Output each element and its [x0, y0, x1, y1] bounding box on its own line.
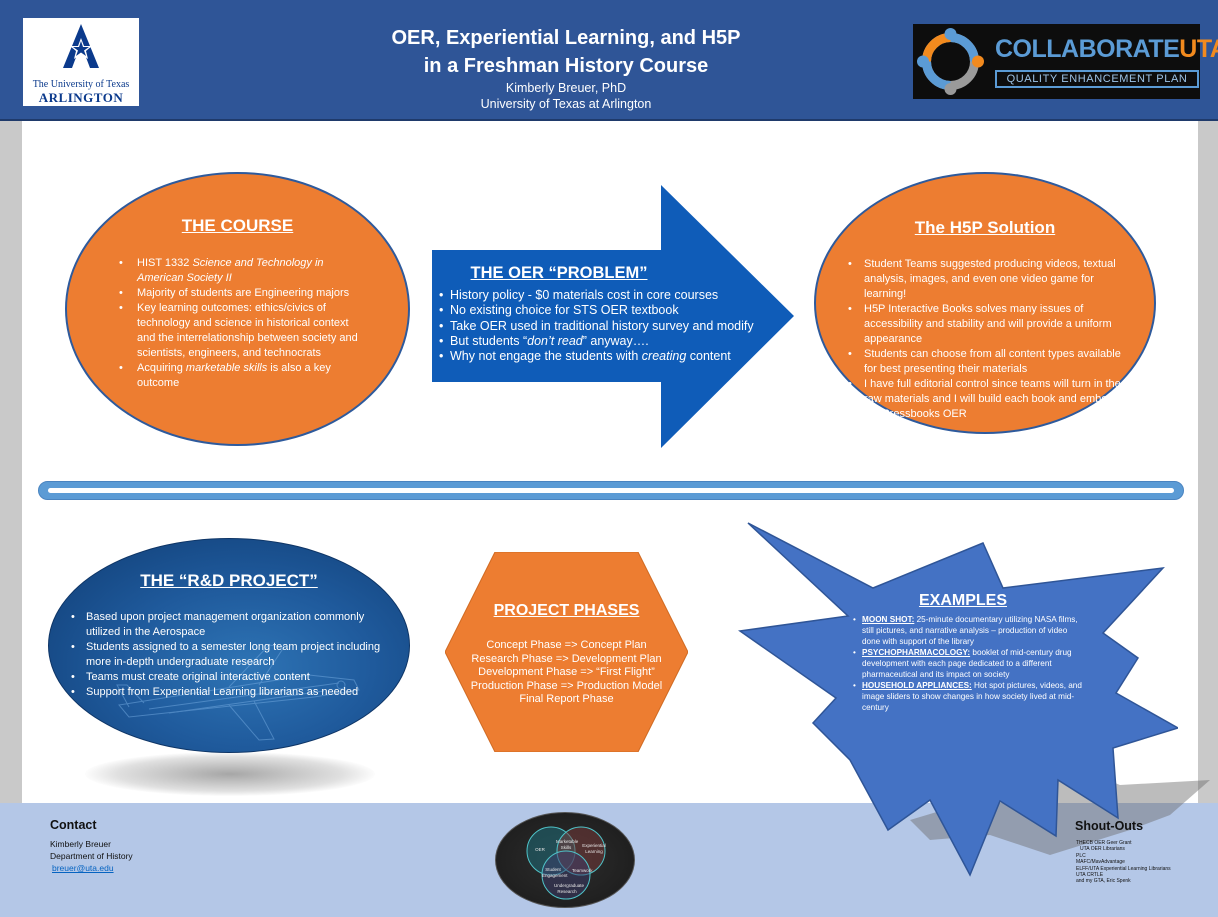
collab-word-a: COLLABORATE: [995, 35, 1180, 63]
poster-title-line2: in a Freshman History Course: [423, 55, 709, 77]
oer-title: THE OER “PROBLEM”: [470, 264, 648, 282]
phases-list: Concept Phase => Concept Plan Research P…: [445, 639, 688, 707]
venn-label: Experiential Learning: [582, 843, 606, 854]
phases-hexagon-shape: [445, 552, 688, 752]
examples-title: EXAMPLES: [918, 592, 1007, 609]
contact-details: Kimberly Breuer Department of History br…: [50, 838, 133, 874]
venn-label: Undergraduate Research: [554, 883, 585, 894]
title-block: OER, Experiential Learning, and H5P in a…: [300, 24, 832, 112]
venn-circle: [541, 850, 591, 900]
rd-title: THE “R&D PROJECT”: [140, 571, 318, 590]
h5p-item: I have full editorial control since team…: [846, 377, 1128, 422]
venn-label: Student Engagement: [542, 867, 568, 878]
h5p-list: Student Teams suggested producing videos…: [846, 257, 1128, 422]
venn-label: Marketable Skills: [556, 839, 579, 850]
phase-item: Research Phase => Development Plan: [471, 652, 662, 665]
course-ellipse: THE COURSE HIST 1332 Science and Technol…: [65, 172, 410, 446]
contact-email-link[interactable]: breuer@uta.edu: [52, 863, 114, 873]
rd-shadow: [85, 752, 375, 796]
oer-item: History policy - $0 materials cost in co…: [437, 288, 767, 304]
rd-item: Teams must create original interactive c…: [69, 670, 389, 685]
rd-item: Based upon project management organizati…: [69, 610, 389, 640]
oer-item: Why not engage the students with creatin…: [437, 349, 767, 365]
rd-item: Students assigned to a semester long tea…: [69, 640, 389, 670]
course-title: THE COURSE: [181, 216, 294, 235]
venn-label: OER: [535, 847, 545, 852]
course-list: HIST 1332 Science and Technology in Amer…: [117, 256, 367, 391]
course-item: Acquiring marketable skills is also a ke…: [117, 361, 367, 391]
phase-item: Development Phase => “First Flight”: [478, 666, 655, 678]
h5p-item: Students can choose from all content typ…: [846, 347, 1128, 377]
phase-item: Production Phase => Production Model: [470, 679, 663, 692]
uta-logo-line1: The University of Texas: [32, 79, 130, 90]
course-item: Key learning outcomes: ethics/civics of …: [117, 301, 367, 361]
poster-title-line1: OER, Experiential Learning, and H5P: [391, 27, 741, 49]
example-item: PSYCHOPHARMACOLOGY: booklet of mid-centu…: [853, 647, 1084, 680]
shoutout-item: UTA CRTLE: [1076, 872, 1104, 879]
collaborate-uta-logo: COLLABORATEUTA QUALITY ENHANCEMENT PLAN: [913, 24, 1218, 99]
author-name: Kimberly Breuer, PhD: [505, 81, 627, 95]
shoutout-item: THECB OER Geer Grant: [1076, 840, 1132, 846]
contact-name: Kimberly Breuer: [50, 839, 111, 849]
venn-label: Teamwork: [572, 868, 593, 873]
oer-item: No existing choice for STS OER textbook: [437, 303, 767, 319]
uta-logo-line2: ARLINGTON: [38, 90, 124, 105]
oer-item: Take OER used in traditional history sur…: [437, 319, 767, 335]
oer-item: But students “don’t read” anyway….: [437, 334, 767, 350]
shoutout-item: UTA OER Librarians: [1080, 846, 1125, 853]
h5p-title: The H5P Solution: [914, 218, 1056, 237]
rd-item: Support from Experiential Learning libra…: [69, 685, 389, 700]
header-bar: The University of Texas ARLINGTON OER, E…: [0, 0, 1218, 121]
shoutouts-list: THECB OER Geer Grant UTA OER Librarians …: [1076, 840, 1171, 885]
collab-word-b: UTA: [1179, 35, 1218, 63]
h5p-ellipse: The H5P Solution Student Teams suggested…: [814, 172, 1156, 434]
uta-logo: The University of Texas ARLINGTON: [23, 18, 139, 106]
rd-list: Based upon project management organizati…: [69, 610, 389, 700]
h5p-item: H5P Interactive Books solves many issues…: [846, 302, 1128, 347]
shoutout-item: PLC: [1076, 852, 1086, 859]
phases-title: PROJECT PHASES: [493, 602, 640, 619]
rd-ellipse: THE “R&D PROJECT” Based upon project man…: [48, 538, 410, 753]
course-item: HIST 1332 Science and Technology in Amer…: [117, 256, 367, 286]
example-item: HOUSEHOLD APPLIANCES: Hot spot pictures,…: [853, 680, 1084, 713]
shoutout-item: ELFF/UTA Experiential Learning Librarian…: [1076, 865, 1171, 872]
section-divider: [38, 481, 1184, 500]
examples-list: MOON SHOT: 25-minute documentary utilizi…: [853, 614, 1084, 713]
shoutouts-heading: Shout-Outs: [1075, 819, 1144, 833]
phase-item: Concept Phase => Concept Plan: [486, 639, 647, 651]
course-item: Majority of students are Engineering maj…: [117, 286, 367, 301]
contact-dept: Department of History: [50, 851, 133, 861]
contact-heading: Contact: [50, 818, 97, 832]
example-item: MOON SHOT: 25-minute documentary utilizi…: [853, 614, 1084, 647]
venn-diagram: OER Marketable Skills Experiential Learn…: [495, 812, 635, 908]
affiliation: University of Texas at Arlington: [480, 97, 652, 111]
h5p-item: Student Teams suggested producing videos…: [846, 257, 1128, 302]
people-ring-icon: [917, 28, 984, 95]
shoutout-item: MAFC/MavAdvantage: [1076, 859, 1125, 866]
collab-tagline: QUALITY ENHANCEMENT PLAN: [995, 70, 1199, 88]
phase-item: Final Report Phase: [519, 693, 614, 705]
uta-star-a-icon: [63, 24, 99, 68]
oer-list: History policy - $0 materials cost in co…: [437, 288, 767, 365]
shoutout-item: and my GTA, Eric Spenk: [1076, 878, 1131, 885]
